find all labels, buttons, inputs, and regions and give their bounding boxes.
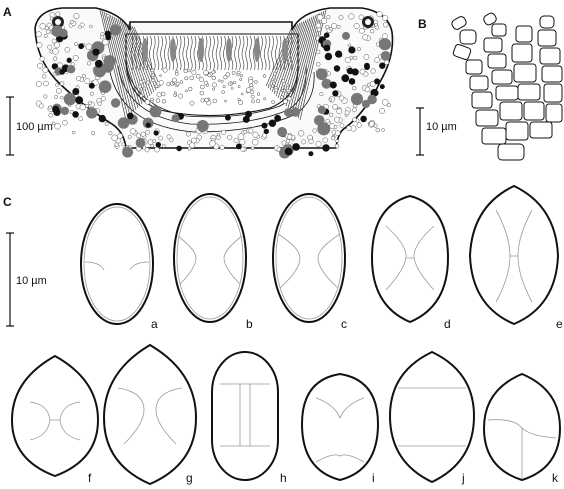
spore: f — [12, 356, 98, 485]
spore: i — [302, 374, 378, 485]
spore-label: f — [88, 471, 92, 485]
spore-label: c — [341, 317, 347, 331]
spore-label: a — [151, 317, 158, 331]
panel-b-label: B — [418, 17, 427, 31]
panel-a-label: A — [3, 5, 12, 19]
spore: c — [273, 194, 347, 331]
scale-bar-c-label: 10 µm — [16, 275, 47, 287]
hyphal-cells — [450, 12, 562, 160]
panel-b: B 10 µm — [416, 12, 562, 160]
spore: b — [174, 194, 253, 331]
spore: e — [470, 186, 563, 331]
spore-label: k — [552, 471, 559, 485]
scale-bar-a-label: 100 µm — [16, 121, 53, 133]
spore-label: h — [280, 471, 287, 485]
scale-bar-b: 10 µm — [416, 108, 457, 155]
spore-label: b — [246, 317, 253, 331]
scale-bar-b-label: 10 µm — [426, 121, 457, 133]
spore-label: i — [372, 471, 375, 485]
spore-label: e — [556, 317, 563, 331]
scale-bar-c: 10 µm — [6, 233, 47, 326]
spore: h — [212, 352, 287, 485]
panel-a: A 100 µm — [3, 5, 393, 158]
spore-label: g — [186, 471, 193, 485]
perithecium-section — [35, 8, 393, 158]
spore: j — [390, 352, 474, 485]
spore: d — [372, 196, 451, 331]
spore: g — [104, 345, 196, 485]
spore-label: d — [444, 317, 451, 331]
spore-label: j — [461, 471, 465, 485]
panel-c: C 10 µm a b c d — [3, 186, 563, 485]
spore: a — [81, 204, 158, 331]
spore: k — [484, 374, 560, 485]
panel-c-label: C — [3, 195, 12, 209]
scale-bar-a: 100 µm — [6, 97, 53, 155]
